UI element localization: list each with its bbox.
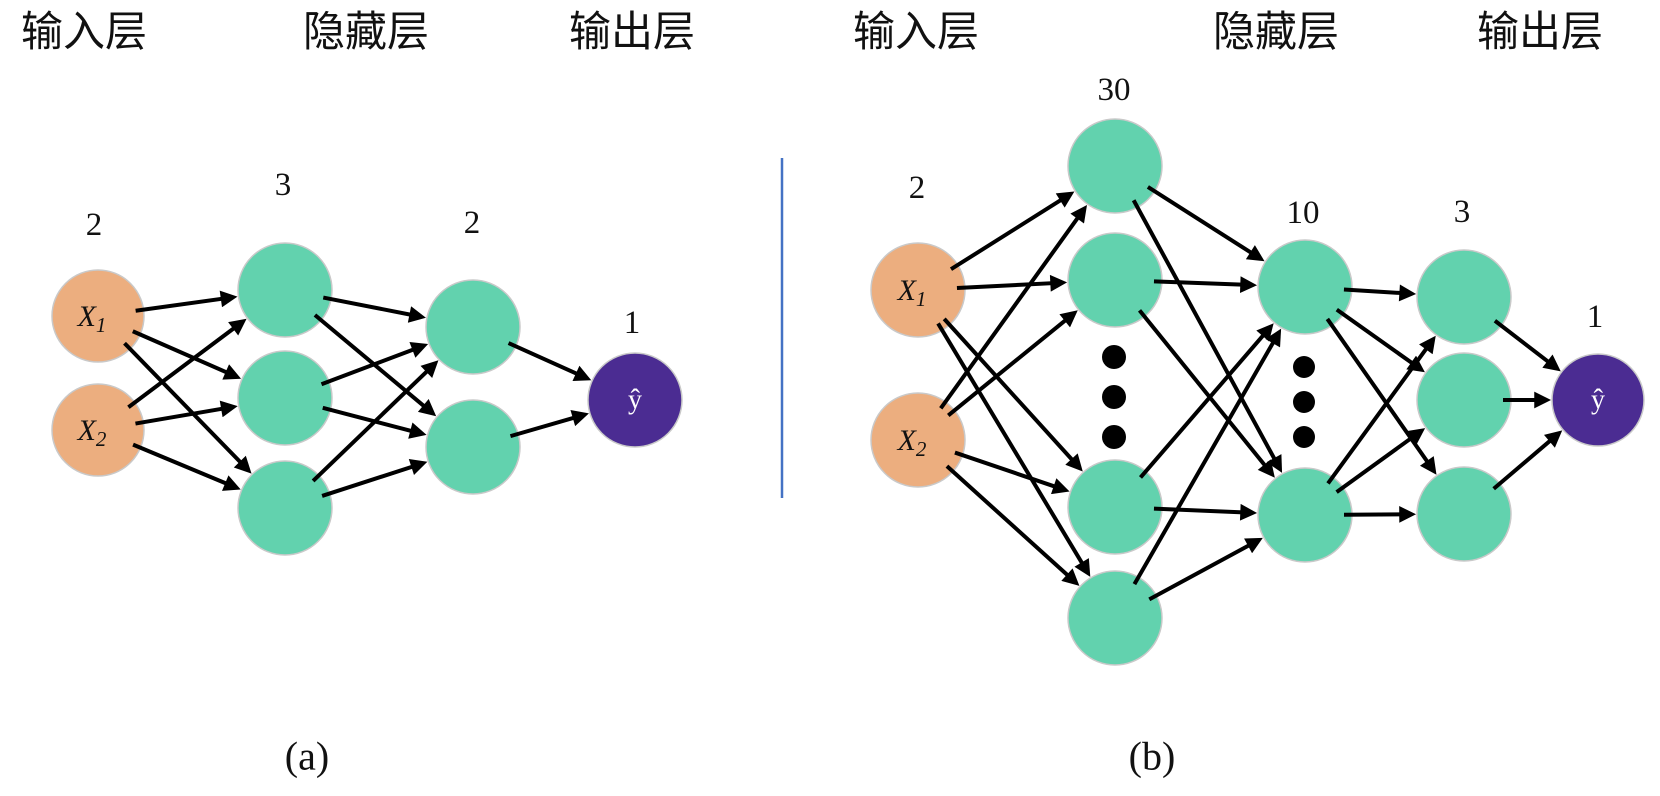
edge-arrow [949,191,1075,271]
edge-arrow [322,405,427,439]
edge-arrow [135,400,238,426]
edge-arrow [945,464,1080,586]
input-label-main: X [897,274,918,307]
hidden-layer-1-node [237,460,333,556]
hidden-layer-2-node [1257,467,1353,563]
edge-arrow [947,310,1078,417]
layer-header: 输入层 [853,10,979,56]
edge-arrow [1325,317,1437,475]
edge-arrow [1335,428,1426,494]
edge-arrow [1153,503,1258,521]
hidden-layer-1-node [1067,232,1163,328]
edge-arrow [127,318,247,409]
hidden-layer-2-node [425,279,521,375]
edge-arrow [942,317,1083,472]
ellipsis-dot [1102,385,1126,409]
output-layer-node [587,352,683,448]
output-layer-node [1551,353,1645,447]
edge-arrow [1148,537,1263,602]
input-label-subscript: 2 [916,437,927,461]
hidden-layer-1-node [1067,118,1163,214]
input-label-main: X [77,300,98,333]
edge-arrow [1153,276,1258,294]
input-layer-node [870,242,966,338]
input-label-subscript: 1 [96,313,107,337]
ellipsis-dot [1102,345,1126,369]
edge-arrow [939,204,1088,410]
output-layer-count-label: 1 [624,305,641,341]
edge-arrow [322,295,426,323]
edge-arrow [1343,284,1417,302]
edge-arrow [135,290,238,313]
input-label-subscript: 2 [96,427,107,451]
input-layer-count-label: 2 [86,207,103,243]
edge-arrow [132,442,241,491]
edge-arrow [321,458,428,498]
edge-arrow [1146,185,1265,262]
hidden-layer-2-count-label: 10 [1287,195,1320,231]
edge-arrow [1493,319,1561,372]
edge-arrow [320,342,429,387]
input-label-subscript: 1 [916,287,927,311]
layer-header: 输出层 [1477,10,1603,56]
hidden-layer-2-count-label: 2 [464,205,481,241]
input-node-label: X1 [897,274,927,312]
input-layer-count-label: 2 [909,170,926,206]
edge-arrow [1131,199,1283,473]
input-node-label: X2 [77,414,107,452]
output-node-label: ŷ [1591,385,1605,416]
input-label-main: X [77,414,98,447]
hidden-layer-1-node [1067,570,1163,666]
layer-header: 隐藏层 [1213,10,1339,56]
subdiagram-a: 输入层隐藏层输出层2X1X2321ŷ(a) [21,10,695,779]
output-layer-count-label: 1 [1587,299,1604,335]
edge-arrow [1326,335,1436,485]
hidden-layer-1-node [237,242,333,338]
edge-arrow [1137,309,1275,478]
edge-arrow [1132,328,1282,586]
edge-arrow [956,274,1068,292]
hidden-layer-3-count-label: 3 [1454,194,1471,230]
layer-header: 隐藏层 [303,10,429,56]
edge-arrow [123,341,252,474]
edge-arrow [311,360,439,483]
edge-arrow [1138,323,1274,479]
hidden-layer-3-node [1416,466,1512,562]
input-node-label: X1 [77,300,107,338]
ellipsis-dot [1293,426,1315,448]
caption: (a) [285,734,329,779]
edge-arrow [1492,430,1563,491]
layer-header: 输出层 [569,10,695,56]
edge-arrow [936,322,1091,577]
edge-arrow [509,409,589,439]
ellipsis-dot [1293,356,1315,378]
edge-arrow [507,341,592,382]
edge-arrow [131,329,242,380]
ellipsis-dot [1293,391,1315,413]
hidden-layer-2-node [425,399,521,495]
hidden-layer-1-count-label: 30 [1098,72,1131,108]
layer-header: 输入层 [21,10,147,56]
edge-arrow [954,450,1070,495]
input-label-main: X [897,424,918,457]
hidden-layer-1-node [237,350,333,446]
hidden-layer-3-node [1416,352,1512,448]
ellipsis-dot [1102,425,1126,449]
input-layer-node [870,392,966,488]
caption: (b) [1129,734,1176,779]
output-node-label: ŷ [628,385,642,416]
edge-arrow [1335,307,1425,373]
input-node-label: X2 [897,424,927,462]
hidden-layer-2-node [1257,239,1353,335]
input-layer-node [51,383,145,477]
hidden-layer-1-count-label: 3 [275,167,292,203]
hidden-layer-3-node [1416,249,1512,345]
hidden-layer-1-node [1067,459,1163,555]
input-layer-node [51,269,145,363]
